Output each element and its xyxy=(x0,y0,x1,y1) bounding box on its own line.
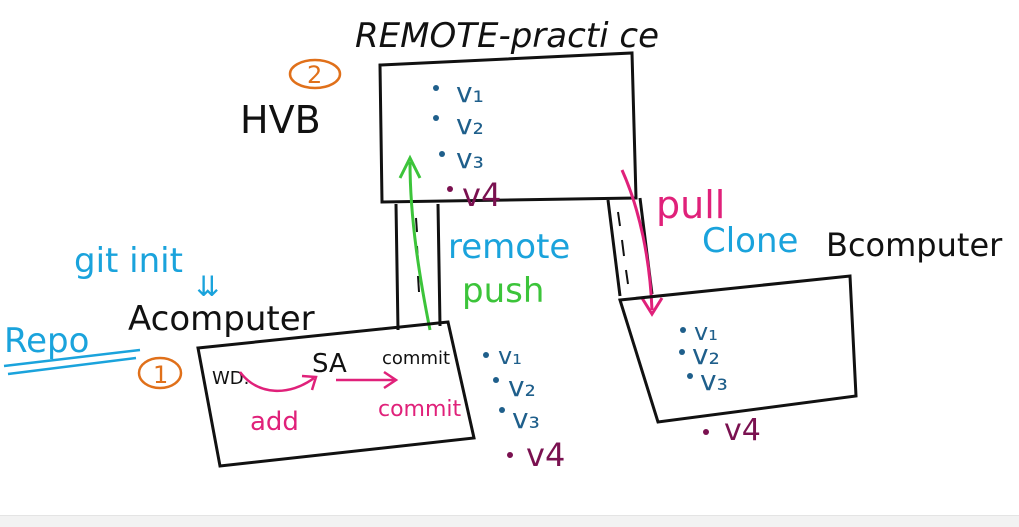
left-connector-pipe xyxy=(394,203,442,331)
a-version-dot-1 xyxy=(483,352,489,358)
pull-label: pull xyxy=(656,183,725,227)
clone-label: Clone xyxy=(702,221,798,261)
b-version-dot-1 xyxy=(680,327,686,333)
a-version-dot-2 xyxy=(493,377,499,383)
b-version-dot-4 xyxy=(703,429,709,435)
repo-underline xyxy=(3,348,141,376)
a-version-3: v₃ xyxy=(512,402,540,435)
remote-practice-title: REMOTE-practi ce xyxy=(355,16,659,56)
pull-arrow-head xyxy=(640,297,664,317)
b-computer-label: Bcomputer xyxy=(826,226,1003,264)
hub-version-dot-1 xyxy=(433,85,439,91)
b-version-1: v₁ xyxy=(694,318,718,346)
b-version-dot-3 xyxy=(687,373,693,379)
commit-action-label: commit xyxy=(378,397,462,422)
staging-area-label: SA xyxy=(312,349,347,379)
hub-label: HVB xyxy=(240,98,321,142)
b-version-4: v4 xyxy=(724,413,761,448)
a-number: 1 xyxy=(153,361,168,389)
add-label: add xyxy=(250,407,299,437)
commit-arrow-head xyxy=(383,370,399,390)
git-init-label: git init xyxy=(74,241,183,281)
hub-box xyxy=(378,51,638,204)
a-number-circle xyxy=(137,356,183,390)
hub-version-2: v₂ xyxy=(456,108,484,141)
push-arrow xyxy=(408,161,432,331)
push-label: push xyxy=(462,271,544,311)
hub-version-3: v₃ xyxy=(456,142,484,175)
a-version-4: v4 xyxy=(526,436,565,474)
pull-arrow xyxy=(620,169,654,311)
hub-version-dot-2 xyxy=(433,115,439,121)
b-version-3: v₃ xyxy=(700,364,728,397)
a-computer-box xyxy=(196,320,476,468)
right-connector-dashes xyxy=(617,211,629,285)
commit-stage-label: commit xyxy=(382,348,450,369)
a-version-1: v₁ xyxy=(498,342,522,370)
b-version-dot-2 xyxy=(679,349,685,355)
hub-version-1: v₁ xyxy=(456,76,484,109)
push-arrow-head xyxy=(398,154,422,179)
hub-version-dot-4 xyxy=(447,186,453,192)
a-computer-label: Acomputer xyxy=(128,299,315,339)
add-arrow-head xyxy=(301,374,318,391)
a-version-dot-4 xyxy=(507,452,513,458)
hub-version-4: v4 xyxy=(462,176,501,214)
git-init-arrow: ⇊ xyxy=(196,270,219,303)
hub-number: 2 xyxy=(307,61,322,89)
add-arrow xyxy=(239,371,315,392)
b-computer-box xyxy=(618,274,858,424)
hub-number-circle xyxy=(288,58,342,90)
bottom-toolbar-strip xyxy=(0,515,1019,527)
working-directory-label: WD. xyxy=(212,368,249,389)
b-version-2: v₂ xyxy=(692,338,720,371)
a-version-2: v₂ xyxy=(508,370,536,403)
hub-version-dot-3 xyxy=(439,151,445,157)
remote-label: remote xyxy=(448,227,570,267)
a-version-dot-3 xyxy=(499,407,505,413)
repo-label: Repo xyxy=(4,321,89,361)
